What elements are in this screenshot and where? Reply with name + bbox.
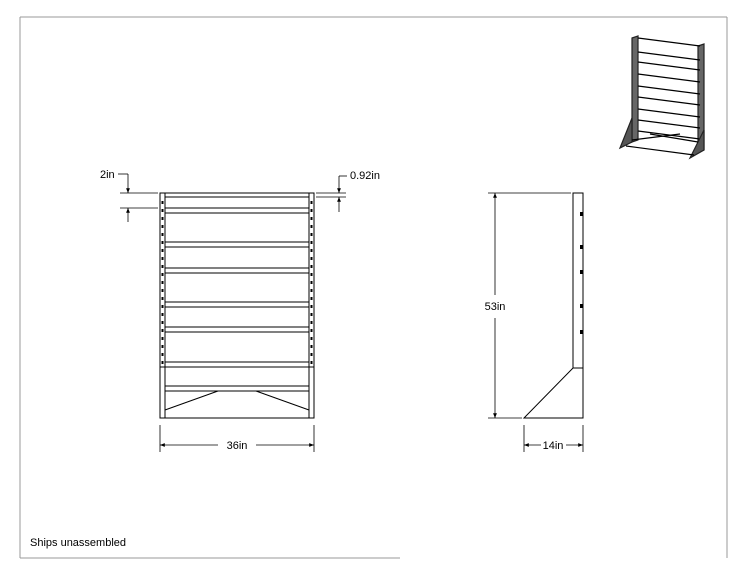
peg-hole: [161, 257, 164, 260]
front-view: [159, 192, 315, 419]
shelf-slot: [580, 212, 583, 216]
shipping-note: Ships unassembled: [30, 537, 127, 549]
peg-hole: [161, 297, 164, 300]
side-peg-holes: [580, 212, 583, 334]
peg-hole: [161, 337, 164, 340]
peg-hole: [310, 281, 313, 284]
peg-hole: [310, 257, 313, 260]
peg-hole: [310, 329, 313, 332]
peg-hole: [161, 313, 164, 316]
side-dimensions: [488, 192, 584, 452]
peg-hole: [161, 201, 164, 204]
peg-hole: [310, 201, 313, 204]
peg-hole: [310, 265, 313, 268]
peg-hole: [310, 217, 313, 220]
peg-hole: [310, 361, 313, 364]
sheet-frame: [19, 16, 728, 559]
front-width-label: 36in: [227, 440, 248, 452]
front-peg-holes: [161, 201, 313, 364]
peg-hole: [161, 345, 164, 348]
peg-hole: [161, 361, 164, 364]
peg-hole: [161, 289, 164, 292]
peg-hole: [310, 241, 313, 244]
peg-hole: [310, 337, 313, 340]
peg-hole: [310, 289, 313, 292]
peg-hole: [310, 273, 313, 276]
peg-hole: [310, 249, 313, 252]
peg-hole: [310, 313, 313, 316]
peg-hole: [161, 225, 164, 228]
peg-hole: [310, 353, 313, 356]
shelf-slot: [580, 245, 583, 249]
peg-hole: [310, 305, 313, 308]
peg-hole: [310, 321, 313, 324]
peg-hole: [310, 209, 313, 212]
peg-hole: [161, 305, 164, 308]
front-dimensions: [118, 173, 347, 452]
peg-hole: [161, 265, 164, 268]
peg-hole: [161, 233, 164, 236]
shelf-slot: [580, 304, 583, 308]
peg-hole: [161, 209, 164, 212]
peg-hole: [161, 241, 164, 244]
shelf-slot: [580, 330, 583, 334]
peg-hole: [310, 297, 313, 300]
peg-hole: [161, 217, 164, 220]
shelf-depth-label: 0.92in: [350, 170, 380, 182]
peg-hole: [310, 233, 313, 236]
side-view: [522, 192, 584, 419]
peg-hole: [161, 353, 164, 356]
side-depth-label: 14in: [543, 440, 564, 452]
peg-hole: [161, 329, 164, 332]
side-height-label: 53in: [485, 301, 506, 313]
peg-hole: [310, 345, 313, 348]
top-rail-height-label: 2in: [100, 169, 115, 181]
peg-hole: [161, 273, 164, 276]
peg-hole: [161, 321, 164, 324]
peg-hole: [161, 249, 164, 252]
peg-hole: [310, 225, 313, 228]
shelf-slot: [580, 270, 583, 274]
isometric-view: [618, 35, 705, 160]
peg-hole: [161, 281, 164, 284]
